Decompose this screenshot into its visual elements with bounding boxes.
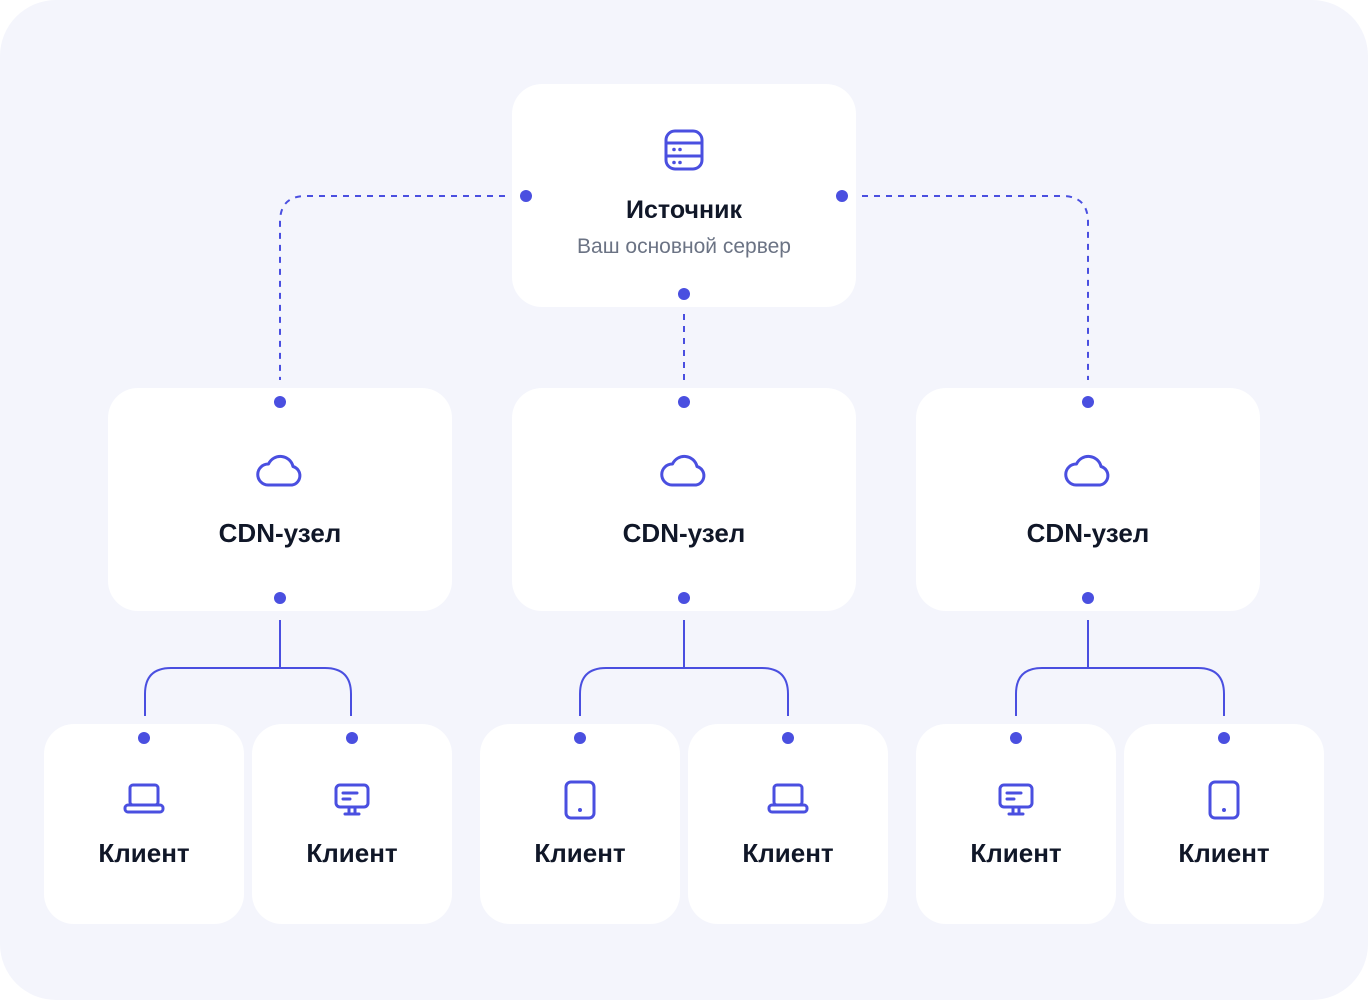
connector-dot — [1218, 732, 1230, 744]
connector-dot — [274, 396, 286, 408]
database-icon — [664, 129, 704, 171]
client-title: Клиент — [98, 838, 190, 868]
tablet-icon — [564, 780, 596, 820]
connector-dot — [678, 396, 690, 408]
cdn-node-title: CDN-узел — [218, 518, 342, 548]
laptop-icon — [123, 783, 165, 814]
client-title: Клиент — [306, 838, 398, 868]
connector-dot — [678, 288, 690, 300]
client-title: Клиент — [742, 838, 834, 868]
desktop-icon — [334, 783, 370, 816]
cdn-node-card: CDN-узел — [512, 388, 856, 611]
client-title: Клиент — [534, 838, 626, 868]
cdn-node-card: CDN-узел — [108, 388, 452, 611]
cloud-icon — [256, 454, 302, 487]
connector-dot — [782, 732, 794, 744]
connector-dot — [138, 732, 150, 744]
connector-dot — [1010, 732, 1022, 744]
dashed-link-right — [862, 195, 1089, 380]
client-card: Клиент — [1124, 724, 1324, 924]
solid-link-node2 — [579, 620, 789, 716]
desktop-icon — [998, 783, 1034, 816]
cloud-icon — [660, 454, 706, 487]
cloud-icon — [1064, 454, 1110, 487]
connector-dot — [678, 592, 690, 604]
source-subtitle: Ваш основной сервер — [577, 235, 791, 258]
dashed-link-left — [279, 195, 505, 380]
solid-link-node1 — [144, 620, 352, 716]
laptop-icon — [767, 783, 809, 814]
cdn-node-title: CDN-узел — [622, 518, 746, 548]
client-title: Клиент — [1178, 838, 1270, 868]
cdn-node-card: CDN-узел — [916, 388, 1260, 611]
client-card: Клиент — [916, 724, 1116, 924]
connector-dot — [346, 732, 358, 744]
connector-dot — [520, 190, 532, 202]
client-card: Клиент — [688, 724, 888, 924]
solid-link-node3 — [1015, 620, 1225, 716]
connector-dot — [836, 190, 848, 202]
connector-dot — [274, 592, 286, 604]
connector-dot — [1082, 396, 1094, 408]
client-card: Клиент — [480, 724, 680, 924]
source-title: Источник — [626, 196, 742, 224]
source-card: Источник Ваш основной сервер — [512, 84, 856, 307]
tablet-icon — [1208, 780, 1240, 820]
cdn-node-title: CDN-узел — [1026, 518, 1150, 548]
client-title: Клиент — [970, 838, 1062, 868]
client-card: Клиент — [44, 724, 244, 924]
client-card: Клиент — [252, 724, 452, 924]
connector-dot — [1082, 592, 1094, 604]
connector-dot — [574, 732, 586, 744]
